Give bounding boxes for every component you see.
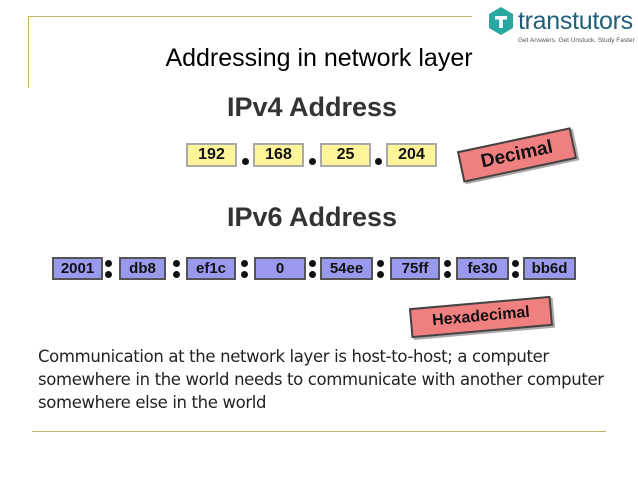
ipv4-octet-box: 192 [186, 143, 237, 167]
slide-frame-left [28, 16, 29, 88]
ipv6-colon-separator [512, 260, 519, 278]
ipv4-octet-box: 168 [253, 143, 304, 167]
slide-frame-bottom [32, 431, 606, 432]
hexadecimal-notation-tag: Hexadecimal [408, 295, 554, 339]
ipv6-colon-separator [241, 260, 248, 278]
ipv4-dot-separator [242, 158, 249, 165]
ipv6-group-box: bb6d [523, 257, 576, 280]
ipv6-colon-separator [377, 260, 384, 278]
ipv6-group-box: fe30 [456, 257, 509, 280]
brand-logo: transtutors Get Answers. Get Unstuck. St… [487, 6, 635, 46]
ipv6-group-box: 54ee [320, 257, 373, 280]
slide-title: Addressing in network layer [165, 44, 473, 72]
brand-mark-icon [489, 7, 513, 35]
description-text: Communication at the network layer is ho… [38, 347, 604, 412]
ipv6-group-box: db8 [119, 257, 166, 280]
ipv6-group-box: ef1c [186, 257, 236, 280]
ipv6-colon-separator [444, 260, 451, 278]
ipv4-dot-separator [375, 158, 382, 165]
ipv6-group-box: 75ff [390, 257, 440, 280]
ipv6-colon-separator [173, 260, 180, 278]
ipv6-group-box: 2001 [52, 257, 103, 280]
ipv4-dot-separator [309, 158, 316, 165]
decimal-notation-tag: Decimal [456, 127, 578, 183]
ipv4-octet-box: 25 [320, 143, 371, 167]
brand-name: transtutors [518, 7, 633, 35]
ipv6-colon-separator [309, 260, 316, 278]
ipv4-octet-box: 204 [386, 143, 437, 167]
ipv4-heading: IPv4 Address [226, 92, 398, 122]
ipv6-heading: IPv6 Address [226, 202, 398, 232]
ipv6-group-box: 0 [254, 257, 306, 280]
slide-frame-top [28, 16, 472, 17]
brand-tagline: Get Answers. Get Unstuck. Study Faster [518, 37, 635, 44]
ipv6-colon-separator [105, 260, 112, 278]
